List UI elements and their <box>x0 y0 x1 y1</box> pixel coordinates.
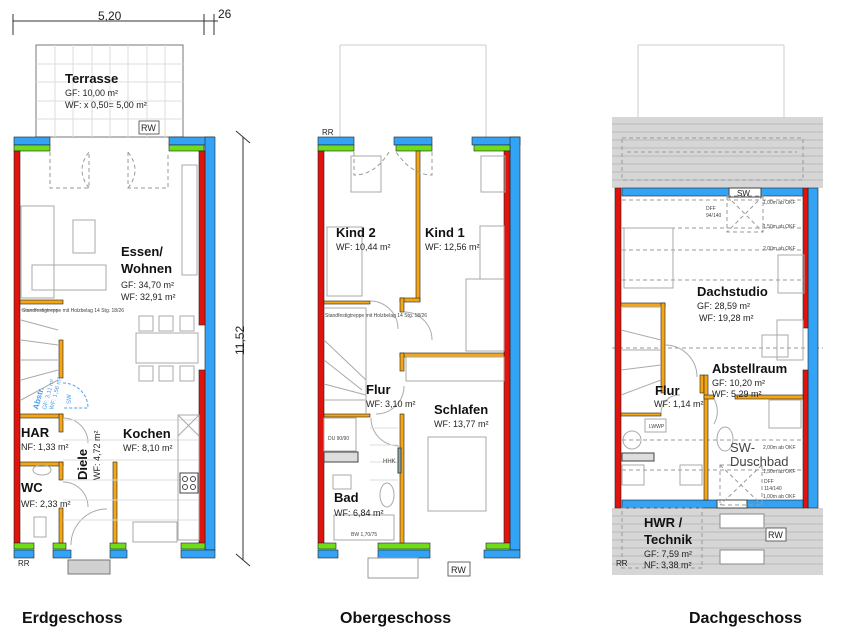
room-wf-diele: WF: 4,72 m² <box>92 430 102 480</box>
dachgeschoss-plan <box>612 44 823 575</box>
dimension-wall: 26 <box>218 7 232 21</box>
room-name-har: HAR <box>21 425 50 440</box>
room-wf-kind1: WF: 12,56 m² <box>425 242 480 252</box>
room-name-abstellraum: Abstellraum <box>712 361 787 376</box>
room-gf-essen: GF: 34,70 m² <box>121 280 174 290</box>
room-name-essen: Essen/ <box>121 244 163 259</box>
room-wf-essen: WF: 32,91 m² <box>121 292 176 302</box>
room-wf-kochen: WF: 8,10 m² <box>123 443 173 453</box>
room-name-dachstudio: Dachstudio <box>697 284 768 299</box>
room-wf-schlafen: WF: 13,77 m² <box>434 419 489 429</box>
room-gf-dachstudio: GF: 28,59 m² <box>697 301 750 311</box>
room-name-flur-og: Flur <box>366 382 391 397</box>
room-gf-hwr: GF: 7,59 m² <box>644 549 692 559</box>
rr-label-og: RR <box>322 128 334 137</box>
room-name-wc: WC <box>21 480 43 495</box>
room-name-flur-dg: Flur <box>655 383 680 398</box>
room-name-kochen: Kochen <box>123 426 171 441</box>
room-nf-har: NF: 1,33 m² <box>21 442 69 452</box>
room-wf-dachstudio: WF: 19,28 m² <box>699 313 754 323</box>
floor-title-obergeschoss: Obergeschoss <box>340 610 451 627</box>
room-wf-kind2: WF: 10,44 m² <box>336 242 391 252</box>
height-100-label: 1,00m ab OKF <box>763 200 796 206</box>
room-name-technik: Technik <box>644 532 693 547</box>
dff1-label: DFF <box>706 206 716 212</box>
dff1-size: 94/140 <box>706 213 722 219</box>
room-name-terrasse: Terrasse <box>65 71 118 86</box>
sw-label-eg: SW <box>67 394 73 404</box>
room-wf-flur-dg: WF: 1,14 m² <box>654 399 704 409</box>
rw-label-eg: RW <box>141 123 156 133</box>
room-name-diele: Diele <box>75 449 90 480</box>
room-wf-terrasse: WF: x 0,50= 5,00 m² <box>65 100 147 110</box>
hhk-label: HHK <box>383 459 396 465</box>
stair-label-og: Standfestigtreppe mit Holzbelag 14 Stg. … <box>325 313 427 319</box>
room-name-duschbad-2: Duschbad <box>730 454 789 469</box>
stair-label-eg: Standfestigtreppe mit Holzbelag 14 Stg. … <box>22 308 124 314</box>
room-wf-wc: WF: 2,33 m² <box>21 499 71 509</box>
room-name-bad: Bad <box>334 490 359 505</box>
rw-label-og: RW <box>451 565 466 575</box>
dimension-length: 11,52 <box>233 326 247 355</box>
room-name-schlafen: Schlafen <box>434 402 488 417</box>
room-name-wohnen: Wohnen <box>121 261 172 276</box>
room-name-kind2: Kind 2 <box>336 225 376 240</box>
room-name-kind1: Kind 1 <box>425 225 465 240</box>
floor-title-erdgeschoss: Erdgeschoss <box>22 610 123 627</box>
rr-label-dg: RR <box>616 559 628 568</box>
dff2-label: DFF <box>764 479 774 485</box>
height-150-label-bath: 1,50m ab OKF <box>763 469 796 475</box>
dimension-lines <box>12 14 251 567</box>
erdgeschoss-plan <box>13 44 216 575</box>
floor-title-dachgeschoss: Dachgeschoss <box>689 610 802 627</box>
lwwp-label: LWWP <box>649 424 665 430</box>
rr-label-eg: RR <box>18 559 30 568</box>
dimension-width: 5,20 <box>98 9 122 23</box>
room-gf-terrasse: GF: 10,00 m² <box>65 88 118 98</box>
height-150-label: 1,50m ab OKF <box>763 224 796 230</box>
room-wf-bad: WF: 6,84 m² <box>334 508 384 518</box>
obergeschoss-plan <box>317 44 521 579</box>
room-gf-abstellraum: GF: 10,20 m² <box>712 378 765 388</box>
room-nf-hwr: NF: 3,38 m² <box>644 560 692 570</box>
height-100-label-bath: 1,00m ab OKF <box>763 494 796 500</box>
room-name-hwr: HWR / <box>644 515 683 530</box>
bathtub-label: BW 1,70/75 <box>351 532 377 538</box>
shower-label: DU 90/90 <box>328 436 349 442</box>
rw-label-dg: RW <box>768 530 783 540</box>
room-wf-flur-og: WF: 3,10 m² <box>366 399 416 409</box>
room-name-duschbad-1: SW- <box>730 440 755 455</box>
dff2-size: 114/140 <box>764 486 782 492</box>
sw-label-dg: SW <box>737 189 750 198</box>
height-200-label-bath: 2,00m ab OKF <box>763 445 796 451</box>
room-wf-abstellraum: WF: 5,29 m² <box>712 389 762 399</box>
height-200-label: 2,00m ab OKF <box>763 246 796 252</box>
